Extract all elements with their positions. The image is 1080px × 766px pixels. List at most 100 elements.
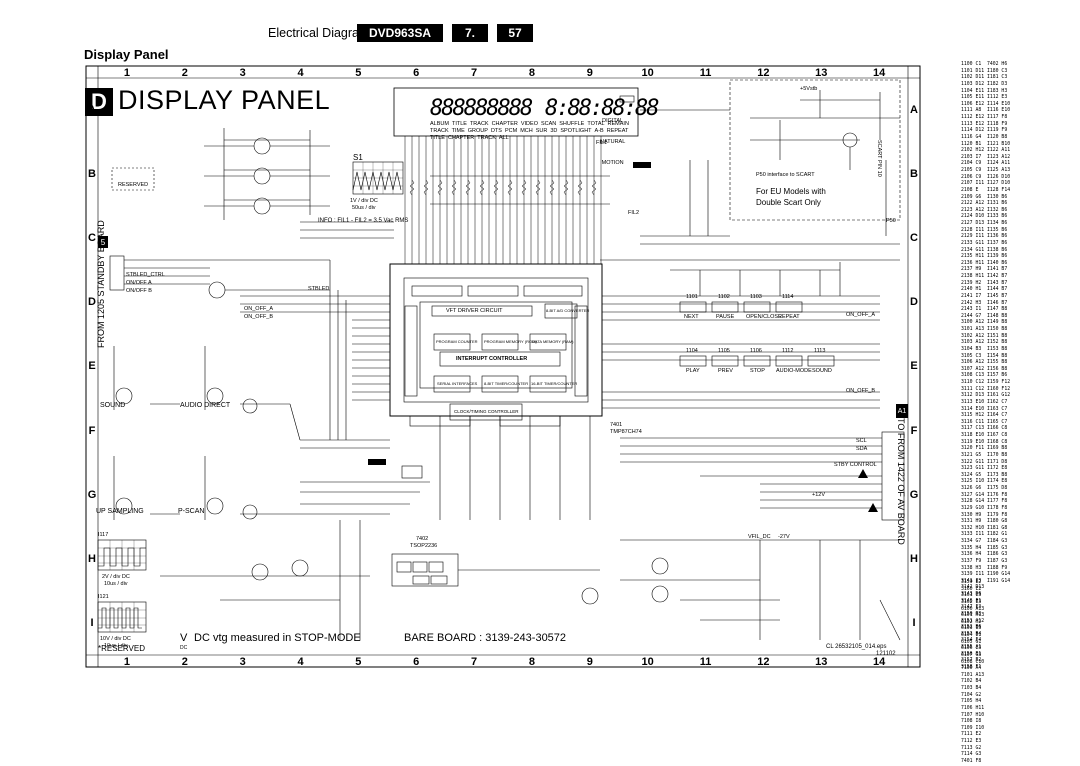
key-audio-mode: AUDIO-MODE: [776, 368, 812, 375]
cl-date: 121102: [876, 651, 896, 657]
net-label: STBLED: [308, 286, 330, 292]
key-ref: 1114: [782, 294, 794, 300]
col-label: 6: [413, 67, 420, 79]
vfd-icon: CHAPTER: [447, 135, 475, 141]
row-label: B: [910, 168, 918, 181]
key-ref: 1112: [782, 348, 794, 354]
col-label: 4: [297, 67, 304, 79]
col-label: 1: [123, 67, 130, 79]
vfd-icon: TITLE: [430, 135, 445, 141]
key-label: NEXT: [684, 314, 699, 320]
net-label: STBY CONTROL: [834, 462, 877, 468]
vfd-icon: CHAPTER: [491, 121, 518, 127]
audio-direct-label: AUDIO DIRECT: [180, 402, 231, 409]
col-label: 7: [471, 67, 478, 79]
row-label: B: [88, 168, 96, 181]
i117-scale-2: 10us / div: [104, 581, 128, 587]
sound-label: SOUND: [100, 402, 126, 409]
vfd-icon: MCH: [520, 128, 533, 134]
timer-16bit-label: 16-BIT TIMER/COUNTER: [531, 381, 578, 386]
vfd-icon: SCAN: [540, 121, 557, 127]
key-sound: SOUND: [812, 368, 832, 375]
section-label: Electrical Diagrams: [268, 26, 376, 40]
row-label: A: [910, 104, 918, 117]
info-label: INFO : FIL1 - FIL2 = 3.5 Vac RMS: [318, 218, 409, 224]
vfd-icon: GROUP: [467, 128, 488, 134]
vfd-icon: TIME: [451, 128, 465, 134]
interrupt-label: INTERRUPT CONTROLLER: [456, 356, 528, 362]
key-label: PREV: [718, 368, 733, 374]
vfd-icon: ALL: [498, 135, 509, 141]
col-label: 9: [586, 656, 593, 668]
key-ref: 1103: [750, 294, 762, 300]
net-label: ON_OFF_A: [846, 312, 876, 318]
i121-scale-1: 10V / div DC: [100, 636, 131, 642]
vfd-logo-text: DIGITAL: [602, 118, 624, 124]
vfd-icon: DTS: [490, 128, 502, 134]
i121-scale-2: 10us / div: [104, 643, 128, 649]
vfd-driver-label: VFT DRIVER CIRCUIT: [446, 308, 503, 314]
key-ref: 1106: [750, 348, 762, 354]
row-label: C: [910, 232, 918, 245]
col-label: 3: [239, 656, 246, 668]
col-label: 3: [239, 67, 246, 79]
col-label: 11: [699, 67, 712, 79]
to-board-tag: A1: [896, 404, 908, 418]
vfd-icon: TRACK: [469, 121, 489, 127]
clock-timing-label: CLOCK/TIMING CONTROLLER: [454, 409, 519, 414]
from-board-tag: 5: [98, 236, 108, 248]
p50-note: P50 interface to SCART: [756, 172, 815, 178]
vfd-icon: ALBUM: [430, 121, 449, 127]
net-label: +5Vstb: [800, 86, 818, 92]
i121-label: I121: [98, 594, 109, 600]
col-label: 1: [123, 656, 130, 668]
vfd-icon: TITLE: [451, 121, 467, 127]
scart-pin-label: SCART PIN 10: [876, 140, 882, 177]
grid-rows-left: A B C D E F G H I: [86, 78, 98, 655]
vfd-logo-text: MOTION: [601, 160, 624, 166]
ref-index-col-2: 3159 E2 3160 E2 3161 E3 3162 E3 6100 A13…: [961, 580, 985, 764]
vfd-icon: SUR: [535, 128, 548, 134]
vfd-icon: SPOTLIGHT: [560, 128, 592, 134]
sheet-letter: D: [85, 88, 113, 116]
sheet-title: DISPLAY PANEL: [118, 85, 331, 115]
key-repeat: REPEAT: [778, 314, 800, 321]
col-label: 5: [355, 67, 362, 79]
key-label: SOUND: [812, 368, 832, 374]
row-label: A: [88, 104, 96, 117]
col-label: 2: [181, 67, 188, 79]
ic-7402-type: TSOP2236: [410, 543, 438, 549]
vfd-icon: 3D: [550, 128, 558, 134]
dc-note: DC vtg measured in STOP-MODE: [194, 632, 361, 644]
grid-rows-right: A B C D E F G H I: [908, 78, 920, 655]
col-label: 6: [413, 656, 420, 668]
program-counter-label: PROGRAM COUNTER: [436, 339, 478, 344]
i117-label: I117: [98, 532, 109, 538]
key-play: PLAY: [686, 368, 700, 375]
adc-label: 8-BIT A/D CONVERTER: [546, 308, 590, 313]
serial-if-label: SERIAL INTERFACES: [437, 381, 478, 386]
page-subtitle: Display Panel: [84, 47, 169, 62]
chapter-badge: 7.: [452, 24, 488, 42]
col-label: 13: [815, 67, 828, 79]
row-label: E: [910, 360, 918, 373]
net-label: FIL1: [596, 140, 608, 146]
dc-note-v: V: [180, 632, 188, 644]
vfd-icon: TOTAL: [587, 121, 605, 127]
key-next: NEXT: [684, 314, 699, 321]
col-label: 10: [641, 656, 654, 668]
key-label: AUDIO-MODE: [776, 368, 812, 374]
model-badge: DVD963SA: [357, 24, 443, 42]
grid-columns-bottom: 1 2 3 4 5 6 7 8 9 10 11 12 13 14: [98, 656, 908, 668]
row-label: F: [88, 424, 96, 437]
key-stop: STOP: [750, 368, 765, 375]
grid-columns-top: 1 2 3 4 5 6 7 8 9 10 11 12 13 14: [98, 67, 908, 79]
net-label: ON_OFF_B: [846, 388, 876, 394]
key-label: STOP: [750, 368, 765, 374]
reserved-label: RESERVED: [118, 182, 149, 188]
net-label: ON/OFF B: [126, 288, 152, 294]
net-label: VFIL_DC: [748, 534, 771, 540]
key-label: PLAY: [686, 368, 700, 374]
vfd-icon: REPEAT: [606, 128, 629, 134]
to-board-label: TO FROM 1422 OF AV BOARD: [896, 418, 906, 545]
